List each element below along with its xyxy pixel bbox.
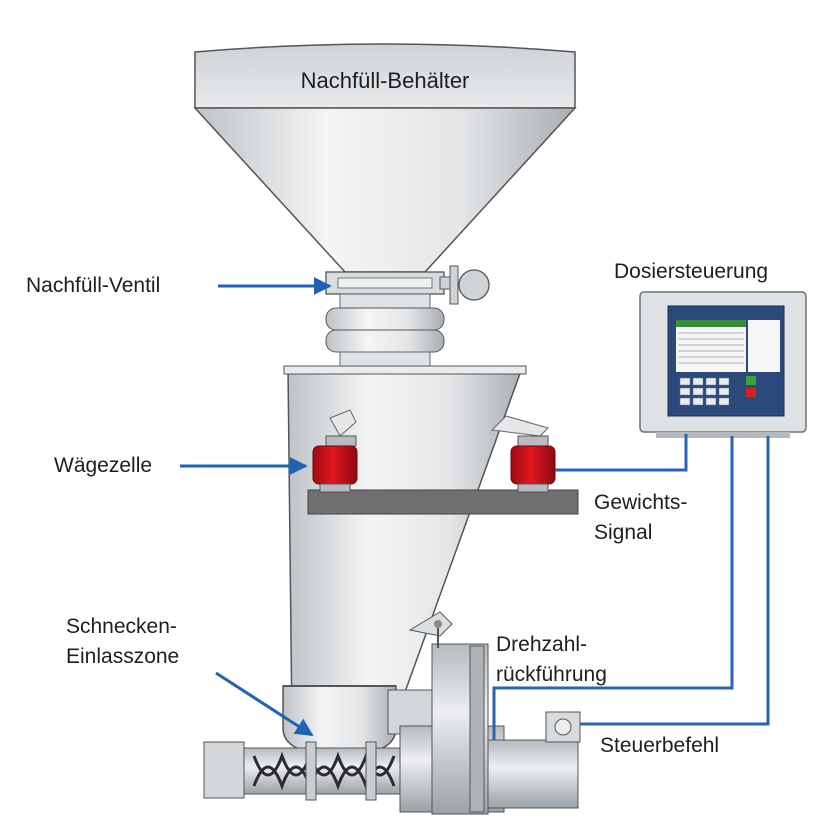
refill-hopper-label: Nachfüll-Behälter [300,68,470,93]
load-cell-left [312,409,358,493]
weight-signal-line [555,434,688,472]
screw-inlet-label-line1: Schnecken- [66,615,177,638]
weight-signal-label-line1: Gewichts- [594,491,688,514]
speed-feedback-label-line1: Drehzahl- [496,633,588,656]
speed-feedback-line [492,436,734,740]
weight-signal-label: Gewichts- Signal [594,488,687,548]
drive-gearbox [387,611,505,815]
refill-valve [325,265,490,305]
screw-inlet-label-line2: Einlasszone [66,645,180,668]
label-arrows [180,277,332,737]
load-cell-label: Wägezelle [54,454,153,477]
control-command-label: Steuerbefehl [600,734,720,757]
speed-feedback-label-line2: rückführung [496,663,607,686]
load-cell-right [490,415,556,493]
screw-conveyor [203,741,409,801]
speed-feedback-label: Drehzahl- rückführung [496,630,607,690]
screw-inlet-label: Schnecken- Einlasszone [66,612,179,672]
screw-inlet-arrow [215,671,314,737]
flexible-bellows [325,293,445,369]
drive-motor [487,711,581,809]
weight-signal-label-line2: Signal [594,521,653,544]
controller-label: Dosiersteuerung [614,260,769,283]
refill-hopper [193,43,577,273]
refill-valve-label: Nachfüll-Ventil [26,274,161,297]
control-command-line [580,436,770,726]
signal-lines [492,434,770,740]
dosing-controller [639,291,807,438]
weigh-frame [307,489,579,515]
